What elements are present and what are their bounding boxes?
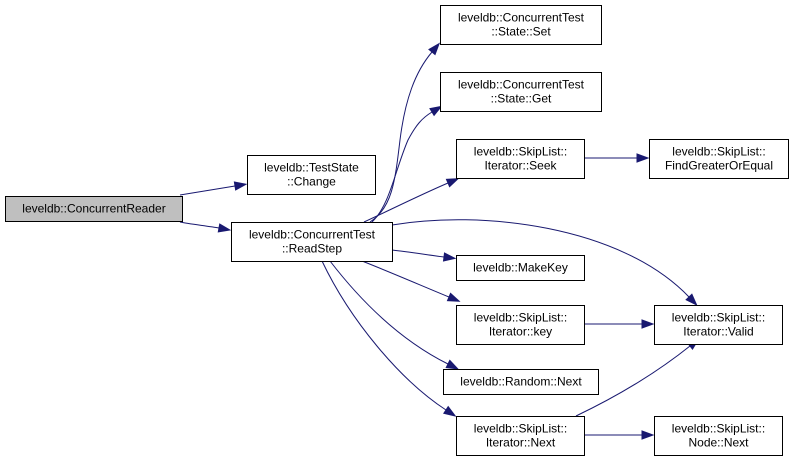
edge-line	[321, 260, 447, 411]
node-label: leveldb::SkipList::	[474, 422, 567, 436]
node-iter-seek[interactable]: leveldb::SkipList::Iterator::Seek	[456, 139, 585, 179]
node-label: ::State::Set	[491, 25, 551, 39]
arrowhead-icon	[641, 319, 655, 329]
arrowhead-icon	[636, 153, 650, 163]
node-state-get[interactable]: leveldb::ConcurrentTest::State::Get	[440, 72, 602, 112]
node-box[interactable]	[443, 369, 599, 395]
node-label: FindGreaterOrEqual	[665, 159, 773, 173]
node-box[interactable]	[456, 139, 585, 179]
node-label: ::ReadStep	[282, 242, 342, 256]
arrowhead-icon	[233, 181, 248, 191]
node-label: leveldb::ConcurrentTest	[249, 228, 376, 242]
arrowhead-icon	[429, 105, 443, 117]
node-label: leveldb::SkipList::	[672, 422, 765, 436]
edge-line	[369, 51, 433, 223]
node-box[interactable]	[456, 255, 585, 281]
node-box[interactable]	[247, 155, 376, 195]
node-box[interactable]	[440, 5, 602, 45]
edge-iter_seek-to-find_ge	[583, 153, 650, 163]
edge-concurrent_reader-to-readstep	[179, 221, 232, 233]
node-label: leveldb::MakeKey	[473, 261, 568, 275]
edge-line	[575, 345, 691, 417]
node-label: Iterator::Valid	[683, 325, 753, 339]
node-label: leveldb::SkipList::	[672, 145, 765, 159]
edge-line	[363, 182, 449, 223]
node-label: Iterator::key	[489, 325, 552, 339]
node-state-set[interactable]: leveldb::ConcurrentTest::State::Set	[440, 5, 602, 45]
edge-readstep-to-state_set	[369, 42, 441, 223]
edge-readstep-to-random_next	[329, 260, 460, 370]
edge-readstep-to-iter_seek	[363, 178, 460, 223]
node-box[interactable]	[456, 416, 585, 456]
node-teststate-change[interactable]: leveldb::TestState::Change	[247, 155, 376, 195]
node-iter-next[interactable]: leveldb::SkipList::Iterator::Next	[456, 416, 585, 456]
node-box[interactable]	[231, 222, 393, 262]
node-label: leveldb::ConcurrentTest	[458, 11, 585, 25]
node-label: leveldb::TestState	[264, 161, 359, 175]
node-label: leveldb::SkipList::	[672, 311, 765, 325]
edge-readstep-to-iter_valid	[391, 219, 698, 306]
node-label: leveldb::ConcurrentTest	[458, 78, 585, 92]
node-makekey[interactable]: leveldb::MakeKey	[456, 255, 585, 281]
edge-line	[391, 249, 445, 258]
node-node-next[interactable]: leveldb::SkipList::Node::Next	[654, 416, 783, 456]
node-iter-valid[interactable]: leveldb::SkipList::Iterator::Valid	[654, 305, 783, 345]
arrowhead-icon	[442, 252, 457, 262]
arrowhead-icon	[445, 359, 460, 370]
node-label: leveldb::SkipList::	[474, 311, 567, 325]
edge-line	[371, 111, 433, 223]
edge-iter_key-to-iter_valid	[584, 319, 655, 329]
node-box[interactable]	[654, 416, 783, 456]
arrowhead-icon	[446, 292, 461, 302]
arrowhead-icon	[685, 293, 698, 306]
node-readstep[interactable]: leveldb::ConcurrentTest::ReadStep	[231, 222, 393, 262]
edge-line	[179, 185, 236, 196]
edge-concurrent_reader-to-teststate_change	[179, 181, 248, 196]
node-concurrent-reader[interactable]: leveldb::ConcurrentReader	[5, 196, 183, 222]
node-find-ge[interactable]: leveldb::SkipList::FindGreaterOrEqual	[649, 139, 789, 179]
edge-readstep-to-iter_next	[321, 260, 457, 417]
node-label: leveldb::ConcurrentReader	[22, 202, 165, 216]
node-label: leveldb::SkipList::	[474, 145, 567, 159]
node-label: ::State::Get	[491, 92, 552, 106]
node-iter-key[interactable]: leveldb::SkipList::Iterator::key	[456, 305, 585, 345]
node-box[interactable]	[649, 139, 789, 179]
node-label: ::Change	[287, 175, 336, 189]
node-box[interactable]	[654, 305, 783, 345]
node-label: Iterator::Next	[486, 436, 556, 450]
edge-line	[361, 260, 450, 298]
node-box[interactable]	[5, 196, 183, 222]
node-box[interactable]	[440, 72, 602, 112]
node-label: leveldb::Random::Next	[460, 375, 582, 389]
edge-iter_next-to-node_next	[584, 430, 655, 440]
edges-layer	[179, 42, 700, 440]
arrowhead-icon	[217, 223, 232, 233]
nodes-layer: leveldb::ConcurrentReader leveldb::TestSt…	[5, 5, 789, 456]
node-label: Node::Next	[688, 436, 749, 450]
edge-line	[391, 219, 690, 298]
node-box[interactable]	[456, 305, 585, 345]
edge-readstep-to-state_get	[371, 105, 443, 223]
node-label: Iterator::Seek	[484, 159, 557, 173]
node-random-next[interactable]: leveldb::Random::Next	[443, 369, 599, 395]
edge-line	[179, 221, 220, 229]
edge-readstep-to-iter_key	[361, 260, 461, 302]
arrowhead-icon	[443, 405, 457, 417]
edge-readstep-to-makekey	[391, 249, 457, 262]
arrowhead-icon	[445, 178, 460, 188]
arrowhead-icon	[641, 430, 655, 440]
edge-line	[329, 260, 449, 365]
arrowhead-icon	[428, 42, 441, 56]
